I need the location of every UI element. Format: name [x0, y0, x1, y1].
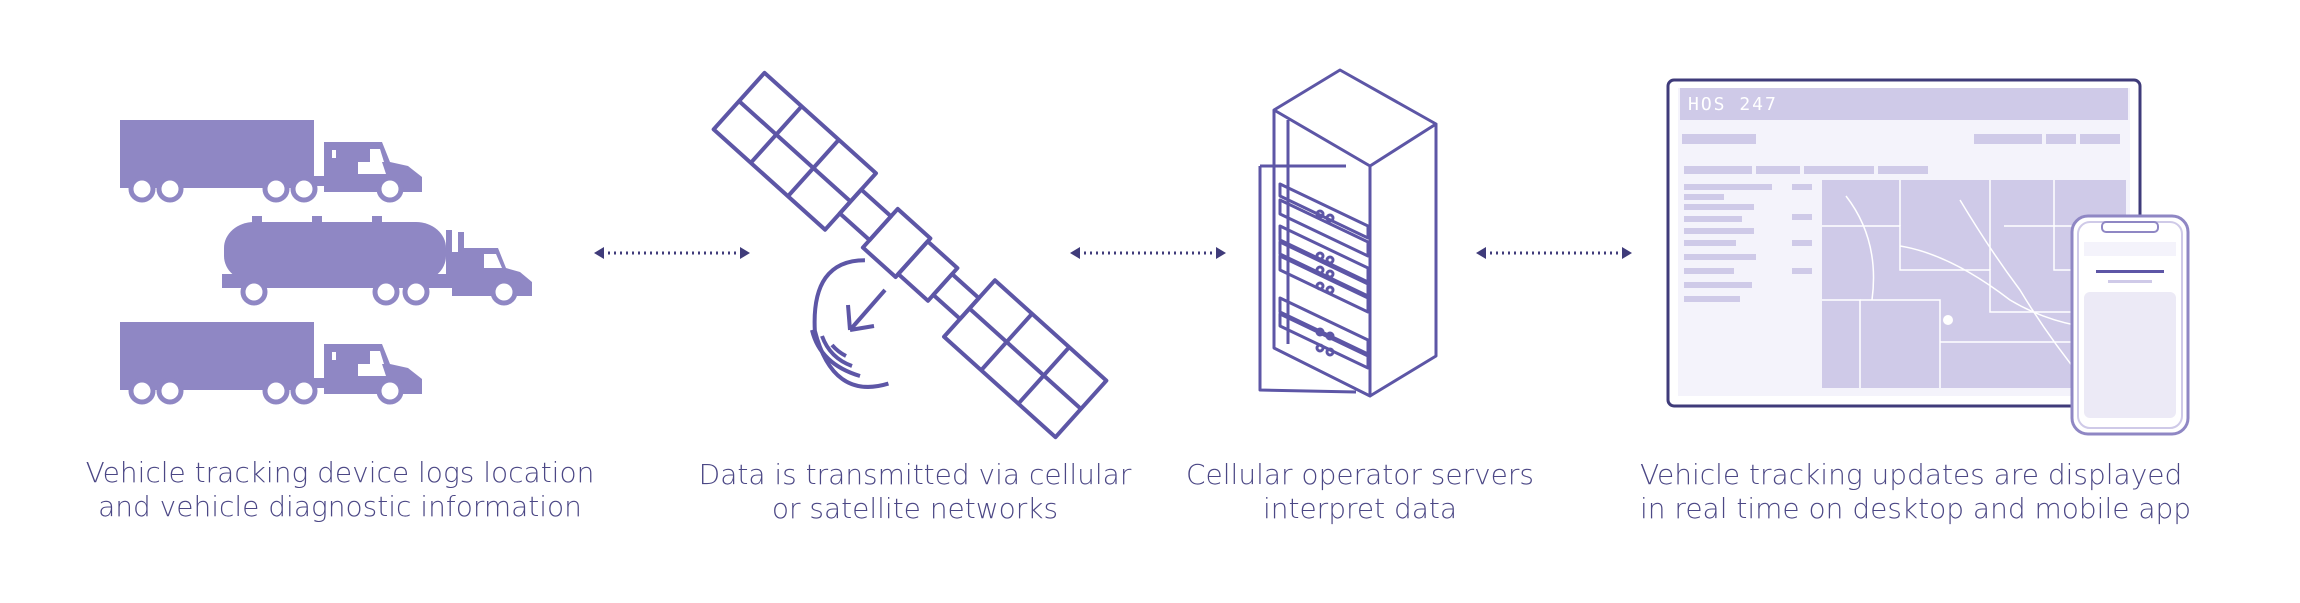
step-3-line-2: interpret data	[1262, 492, 1458, 525]
desktop-mobile-icon: HOS 247	[1666, 78, 2190, 436]
step-2-line-2: or satellite networks	[771, 492, 1059, 525]
mobile-phone	[2070, 214, 2190, 436]
step-1-caption: Vehicle tracking device logs location an…	[60, 456, 620, 524]
dashboard-brand: HOS 247	[1688, 94, 1778, 115]
satellite-icon	[711, 70, 1109, 440]
step-4-line-1: Vehicle tracking updates are displayed	[1640, 458, 2183, 491]
step-1-line-1: Vehicle tracking device logs location	[85, 456, 595, 489]
step-1-line-2: and vehicle diagnostic information	[98, 490, 582, 523]
dashboard-header	[1680, 88, 2128, 120]
arrow-2	[1070, 247, 1226, 259]
step-3-line-1: Cellular operator servers	[1186, 458, 1534, 491]
step-2-caption: Data is transmitted via cellular or sate…	[690, 458, 1140, 526]
tanker-truck-icon	[222, 216, 532, 306]
step-3-caption: Cellular operator servers interpret data	[1180, 458, 1540, 526]
arrow-1	[594, 247, 750, 259]
semi-truck-icon	[120, 322, 422, 405]
step-2-line-1: Data is transmitted via cellular	[698, 458, 1132, 491]
arrow-3	[1476, 247, 1632, 259]
step-4-caption: Vehicle tracking updates are displayed i…	[1640, 458, 2192, 526]
server-rack-icon	[1258, 68, 1438, 398]
truck-fleet-icon	[120, 120, 532, 405]
semi-truck-icon	[120, 120, 422, 203]
step-4-line-2: in real time on desktop and mobile app	[1640, 492, 2192, 525]
